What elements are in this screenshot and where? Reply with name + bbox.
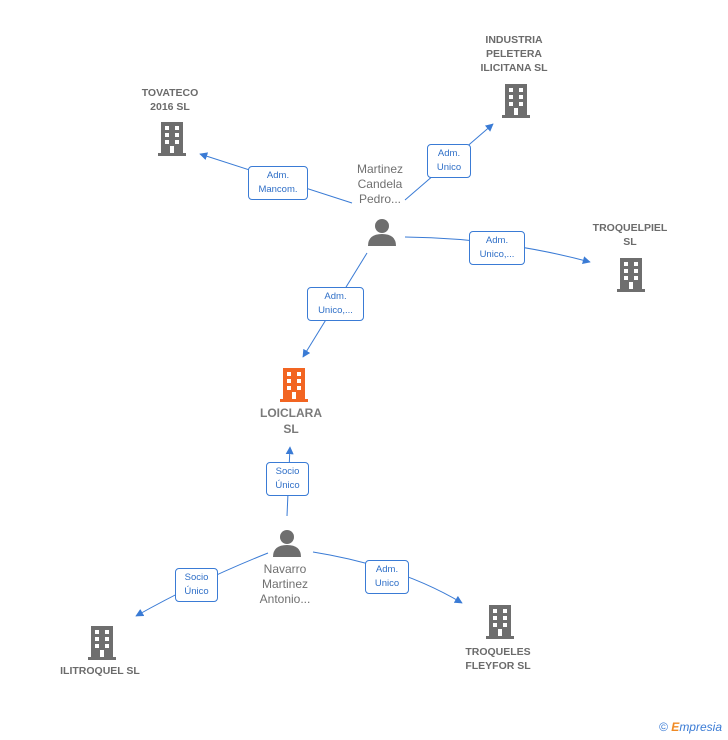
person-label-martinez[interactable]: Martinez Candela Pedro... bbox=[356, 162, 403, 206]
building-icon-tovateco[interactable] bbox=[158, 122, 186, 156]
edge-label-unico-industria: Adm. Unico bbox=[427, 144, 471, 178]
building-icon-troquelpiel[interactable] bbox=[617, 258, 645, 292]
company-label-loiclara[interactable]: LOICLARA SL bbox=[260, 406, 322, 436]
brand-logo-e: E bbox=[671, 720, 680, 734]
edge-label-socio-ilitroquel: Socio Único bbox=[175, 568, 218, 602]
person-icon-navarro[interactable] bbox=[273, 530, 301, 557]
copyright-symbol: © bbox=[659, 720, 668, 734]
building-icon-ilitroquel[interactable] bbox=[88, 626, 116, 660]
footer-brand: © Empresia bbox=[659, 720, 722, 734]
person-icon-martinez[interactable] bbox=[368, 219, 396, 246]
edge-label-unico-troqueles: Adm. Unico bbox=[365, 560, 409, 594]
building-icon-industria[interactable] bbox=[502, 84, 530, 118]
company-label-ilitroquel[interactable]: ILITROQUEL SL bbox=[60, 665, 140, 677]
edge-label-unico-troquelpiel: Adm. Unico,... bbox=[469, 231, 525, 265]
person-label-navarro[interactable]: Navarro Martinez Antonio... bbox=[259, 562, 311, 606]
company-label-tovateco[interactable]: TOVATECO 2016 SL bbox=[141, 87, 199, 113]
edge-label-socio-loiclara: Socio Único bbox=[266, 462, 309, 496]
building-icon-loiclara[interactable] bbox=[280, 368, 308, 402]
company-label-industria[interactable]: INDUSTRIA PELETERA ILICITANA SL bbox=[480, 34, 548, 74]
building-icon-troqueles[interactable] bbox=[486, 605, 514, 639]
edge-label-unico-loiclara: Adm. Unico,... bbox=[307, 287, 364, 321]
edge-label-mancom: Adm. Mancom. bbox=[248, 166, 308, 200]
company-label-troquelpiel[interactable]: TROQUELPIEL SL bbox=[592, 222, 668, 248]
company-label-troqueles[interactable]: TROQUELES FLEYFOR SL bbox=[465, 646, 531, 672]
brand-logo-text: mpresia bbox=[679, 720, 722, 734]
